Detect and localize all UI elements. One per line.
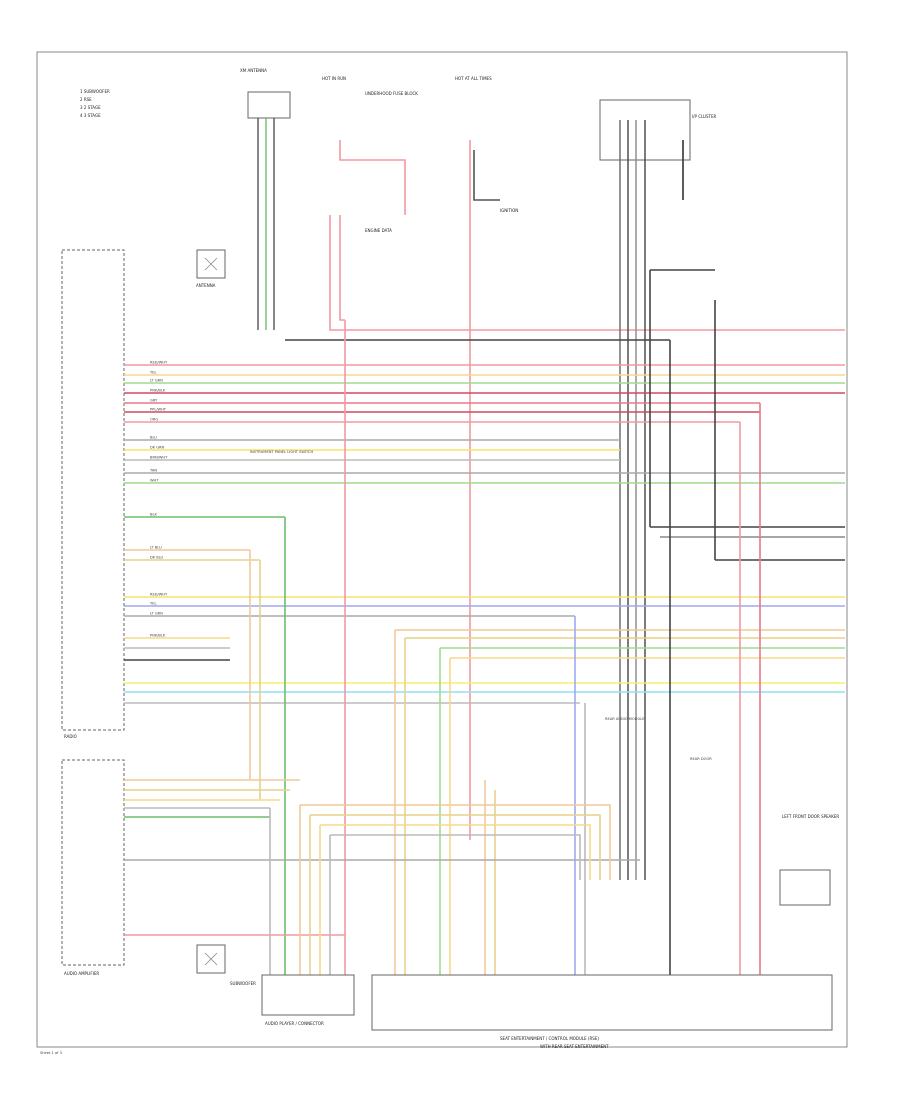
amplifier-module [61, 759, 125, 966]
wire-color-tag: PPL/WHT [150, 408, 167, 412]
wire-color-tag: BLU [150, 436, 157, 440]
rear-audio-label: REAR AUDIO MODULE [605, 717, 645, 721]
antenna-label: ANTENNA [196, 283, 216, 288]
legend-item: 2 RSE [80, 97, 92, 102]
wire-color-tag: RED/WHT [150, 361, 168, 365]
rear-door-label: REAR DOOR [690, 757, 712, 761]
xm-antenna-label: XM ANTENNA [240, 68, 267, 73]
subwoofer-label: SUBWOOFER [230, 981, 256, 986]
wire-color-tag: TAN [149, 469, 157, 473]
radio-module [61, 249, 125, 731]
subwoofer-icon [196, 944, 226, 974]
svg-text:SEAT ENTERTAINMENT / CONTROL M: SEAT ENTERTAINMENT / CONTROL MODULE (RSE… [500, 1036, 599, 1041]
vertical-wires [249, 270, 761, 975]
wire-color-tag: WHT [150, 479, 159, 483]
svg-text:AUDIO PLAYER / CONNECTOR: AUDIO PLAYER / CONNECTOR [265, 1021, 324, 1026]
engine-data-label: ENGINE DATA [365, 228, 392, 233]
ignition-label: IGNITION [500, 208, 518, 213]
fuse-hot-all-times-label: HOT AT ALL TIMES [455, 76, 492, 81]
wire-color-tag: YEL [150, 602, 156, 606]
wire-color-tag: YEL [150, 371, 156, 375]
antenna-icon [196, 249, 226, 279]
underhood-fuse-label: UNDERHOOD FUSE BLOCK [365, 91, 418, 96]
wire-color-tag: DK BLU [150, 556, 164, 560]
wire-color-tag: RED/WHT [150, 593, 168, 597]
wire-color-tag: GRY [150, 399, 158, 403]
door-speaker-label: LEFT FRONT DOOR SPEAKER [782, 814, 839, 819]
wire-color-tag: BRN/WHT [150, 456, 168, 460]
radio-label: RADIO [64, 734, 77, 739]
amp-wires [124, 779, 640, 975]
svg-text:WITH REAR SEAT ENTERTAINMENT: WITH REAR SEAT ENTERTAINMENT [540, 1044, 609, 1049]
ip-light-switch-note: INSTRUMENT PANEL LIGHT SWITCH [250, 450, 314, 454]
fuse-hot-in-run-label: HOT IN RUN [322, 76, 346, 81]
wire-color-tag: LT GRN [150, 379, 163, 383]
legend-item: 3 2 STAGE [80, 105, 101, 110]
door-speaker-box [779, 869, 831, 906]
legend-item: 1 SUBWOOFER [80, 89, 110, 94]
diagram-frame [36, 51, 848, 1048]
wire-color-tag: LT GRN [150, 612, 163, 616]
sheet-number: Sheet 1 of 3 [40, 1051, 62, 1055]
legend: 1 SUBWOOFER 2 RSE 3 2 STAGE 4 3 STAGE [80, 89, 110, 118]
bottom-connector-left: AUDIO PLAYER / CONNECTOR [261, 974, 355, 1026]
xm-antenna-block [247, 91, 291, 119]
wire-color-tag: LT BLU [150, 546, 162, 550]
amplifier-label: AUDIO AMPLIFIER [64, 971, 99, 976]
legend-item: 4 3 STAGE [80, 113, 101, 118]
wire-color-tag: ORG [150, 418, 158, 422]
wire-color-tag: BLK [150, 513, 157, 517]
ip-cluster-label: I/P CLUSTER [692, 114, 716, 119]
bottom-connector-main: SEAT ENTERTAINMENT / CONTROL MODULE (RSE… [371, 974, 833, 1049]
harness-wires [124, 269, 845, 704]
wire-color-tag: PNK/BLK [150, 634, 166, 638]
wire-color-tag: PNK/BLK [150, 389, 166, 393]
wire-color-tag: DK GRN [150, 446, 165, 450]
